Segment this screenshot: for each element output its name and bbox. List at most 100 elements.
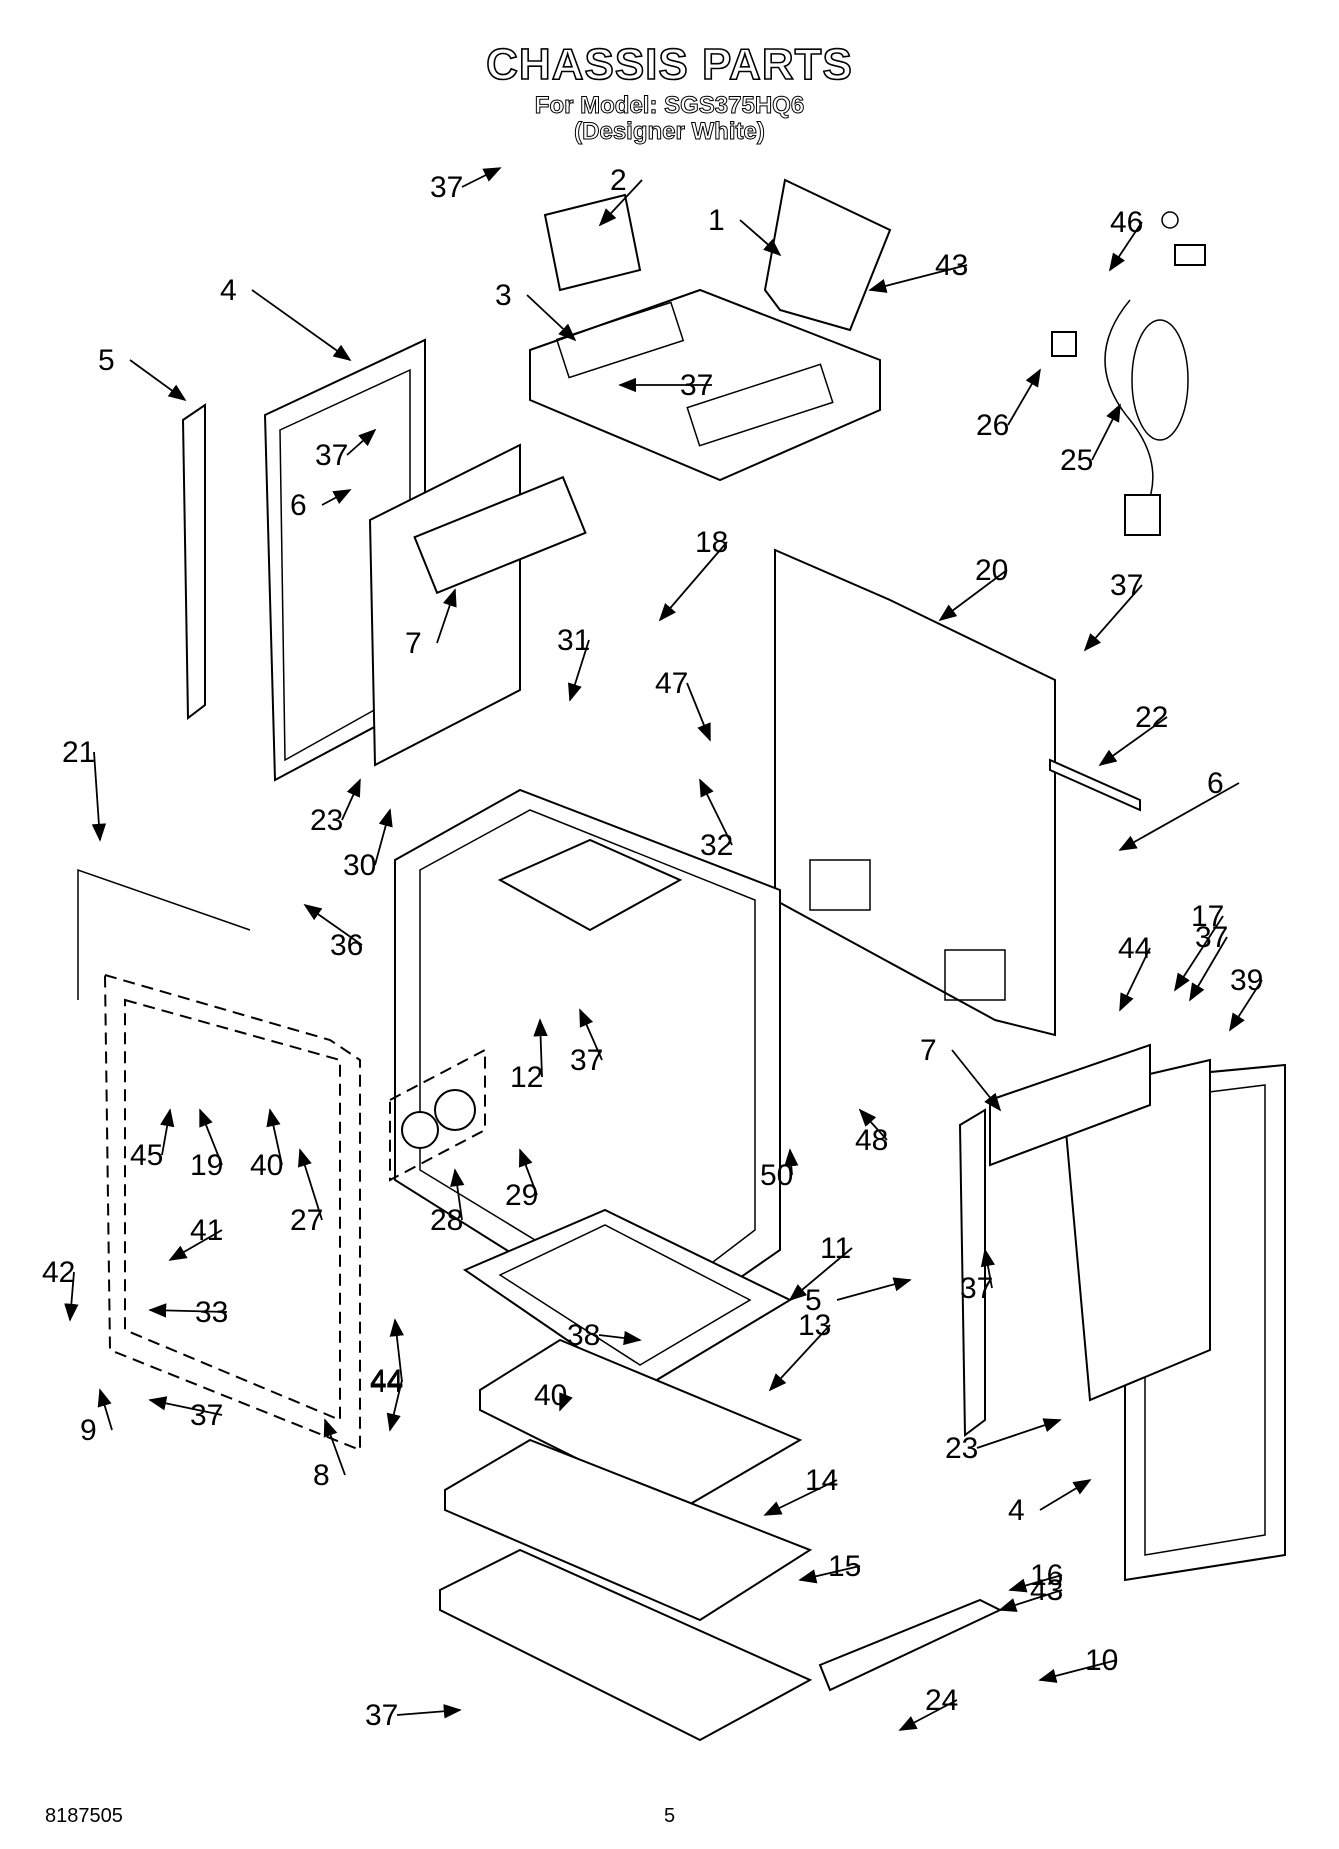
callout-32: 32 xyxy=(699,778,733,862)
callout-number: 48 xyxy=(855,1124,888,1157)
leader-line xyxy=(798,1565,861,1584)
callout-number: 32 xyxy=(700,829,733,862)
callout-number: 31 xyxy=(557,624,590,657)
leader-line xyxy=(788,1247,853,1302)
leader-line xyxy=(836,1277,912,1301)
leader-line xyxy=(980,1248,996,1289)
callout-number: 4 xyxy=(220,274,237,307)
leader-line xyxy=(168,1229,223,1261)
callout-number: 36 xyxy=(330,929,363,962)
callout-4: 4 xyxy=(1008,1479,1092,1527)
leader-line xyxy=(1038,1659,1118,1683)
leader-line xyxy=(1189,936,1228,1002)
callout-28: 28 xyxy=(430,1168,465,1237)
callout-22: 22 xyxy=(1098,701,1168,767)
callout-number: 42 xyxy=(42,1256,75,1289)
callout-number: 5 xyxy=(98,344,115,377)
left-rail-5 xyxy=(181,403,206,720)
cord-bracket-26 xyxy=(1051,331,1077,357)
oven-gasket-21 xyxy=(77,868,251,1000)
leader-line xyxy=(686,682,711,742)
leader-line xyxy=(91,751,107,842)
callout-40: 40 xyxy=(534,1379,573,1412)
heat-deflector-1 xyxy=(763,178,892,332)
diagram-title: CHASSIS PARTS xyxy=(485,39,853,90)
leader-line xyxy=(297,1148,323,1221)
color-line: (Designer White) xyxy=(574,118,766,146)
callout-number: 40 xyxy=(250,1149,283,1182)
leader-line xyxy=(148,1396,223,1416)
oven-door-frame-8 xyxy=(103,973,361,1452)
callout-number: 12 xyxy=(510,1061,543,1094)
callout-number: 16 xyxy=(1030,1559,1063,1592)
callout-number: 24 xyxy=(925,1684,958,1717)
leader-line xyxy=(303,903,363,946)
callout-42: 42 xyxy=(42,1256,79,1322)
callout-3: 3 xyxy=(495,279,577,342)
leader-line xyxy=(1083,584,1143,652)
callout-number: 6 xyxy=(290,489,307,522)
callout-number: 44 xyxy=(1118,932,1151,965)
callout-number: 37 xyxy=(430,171,463,204)
callout-11: 11 xyxy=(788,1232,853,1302)
callout-43: 43 xyxy=(998,1574,1063,1612)
callout-46: 46 xyxy=(1109,206,1143,272)
callout-15: 15 xyxy=(798,1550,861,1584)
callout-number: 37 xyxy=(570,1044,603,1077)
leader-line xyxy=(1098,716,1168,767)
callout-13: 13 xyxy=(768,1309,831,1392)
leader-line xyxy=(998,1589,1063,1612)
callout-37: 37 xyxy=(1083,569,1143,652)
callout-21: 21 xyxy=(62,736,107,842)
leader-line xyxy=(199,1108,223,1166)
leader-line xyxy=(559,1392,573,1412)
igniter-28 xyxy=(389,1048,486,1182)
callout-4: 4 xyxy=(220,274,352,362)
callout-number: 3 xyxy=(495,279,512,312)
leader-line xyxy=(598,179,643,227)
callout-6: 6 xyxy=(290,489,352,522)
callout-44: 44 xyxy=(370,1364,403,1432)
callout-number: 1 xyxy=(708,204,725,237)
callout-number: 43 xyxy=(1030,1574,1063,1607)
callout-number: 6 xyxy=(1207,767,1224,800)
callout-number: 27 xyxy=(290,1204,323,1237)
leader-line xyxy=(129,359,187,402)
leader-line xyxy=(739,219,782,257)
leader-line xyxy=(976,1418,1062,1449)
callout-number: 20 xyxy=(975,554,1008,587)
callout-23: 23 xyxy=(945,1418,1062,1465)
callout-number: 13 xyxy=(798,1309,831,1342)
callout-number: 28 xyxy=(430,1204,463,1237)
callout-1: 1 xyxy=(708,204,782,257)
leader-line xyxy=(1174,915,1224,992)
callout-20: 20 xyxy=(938,554,1008,622)
leader-line xyxy=(898,1699,958,1731)
leader-line xyxy=(868,264,968,293)
leader-line xyxy=(1091,403,1121,461)
callout-number: 22 xyxy=(1135,701,1168,734)
callout-number: 37 xyxy=(365,1699,398,1732)
callout-8: 8 xyxy=(313,1418,346,1492)
callout-number: 23 xyxy=(310,804,343,837)
callout-number: 37 xyxy=(190,1399,223,1432)
callout-36: 36 xyxy=(303,903,363,962)
callout-number: 4 xyxy=(1008,1494,1025,1527)
leader-line xyxy=(1109,221,1143,272)
leader-line xyxy=(346,428,377,456)
callout-16: 16 xyxy=(1008,1559,1063,1593)
callout-10: 10 xyxy=(1038,1644,1118,1683)
leader-line xyxy=(1118,782,1240,851)
callout-number: 37 xyxy=(1195,921,1228,954)
leader-line xyxy=(396,1704,462,1719)
callout-number: 23 xyxy=(945,1432,978,1465)
callout-37: 37 xyxy=(148,1396,223,1432)
callout-number: 41 xyxy=(190,1214,223,1247)
callout-number: 25 xyxy=(1060,444,1093,477)
right-insulation-shield-7 xyxy=(989,1043,1211,1402)
callout-2: 2 xyxy=(598,164,643,227)
callout-number: 10 xyxy=(1085,1644,1118,1677)
burner-bracket-2 xyxy=(543,193,642,292)
callout-number: 17 xyxy=(1191,900,1224,933)
callout-27: 27 xyxy=(290,1148,323,1237)
